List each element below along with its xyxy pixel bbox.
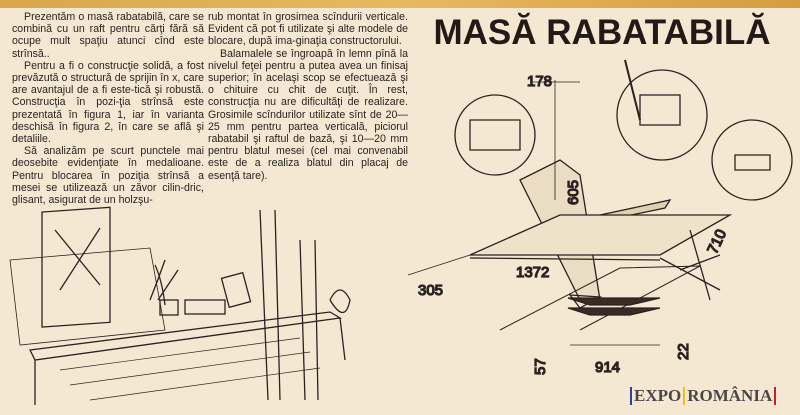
dimension-605: 605 (565, 180, 582, 205)
figure-2-open-table (407, 59, 793, 346)
article-column-2: rub montat în grosimea scîndurii vertica… (208, 11, 408, 182)
paragraph: Prezentăm o masă rabatabilă, care se com… (12, 11, 204, 60)
dimension-57: 57 (532, 358, 549, 375)
article-column-1: Prezentăm o masă rabatabilă, care se com… (12, 11, 204, 206)
flag-bar-blue (630, 387, 632, 405)
watermark-text-expo: EXPO (634, 386, 682, 405)
paragraph: Să analizăm pe scurt punctele mai deoseb… (12, 145, 204, 207)
dimension-914: 914 (595, 359, 620, 376)
article-title: MASĂ RABATABILĂ (433, 13, 771, 52)
paragraph: Pentru a fi o construcţie solidă, a fost… (12, 59, 204, 146)
dimension-1372: 1372 (516, 264, 549, 281)
expo-romania-watermark: EXPO ROMÂNIA (628, 386, 778, 406)
watermark-text-romania: ROMÂNIA (687, 386, 773, 405)
dimension-710: 710 (704, 227, 730, 257)
paragraph: Balamalele se îngroapă în lemn pînă la n… (208, 47, 408, 182)
dimension-305: 305 (418, 282, 443, 299)
top-color-band (0, 0, 800, 8)
paragraph: rub montat în grosimea scîndurii vertica… (208, 11, 408, 48)
figure-1-closed-table (9, 206, 351, 405)
flag-bar-red (774, 387, 777, 405)
flag-bar-yellow (683, 387, 686, 405)
dimension-22: 22 (675, 343, 692, 360)
dimension-178: 178 (527, 73, 552, 90)
